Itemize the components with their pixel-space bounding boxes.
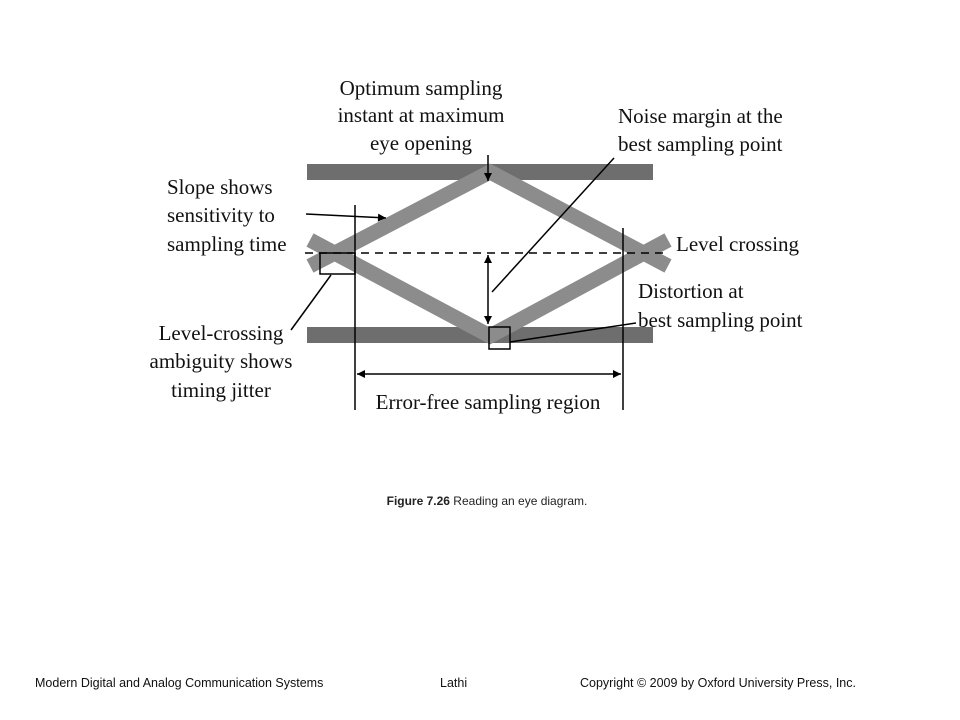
slope-label-line-1: Slope shows — [167, 175, 273, 199]
eye-upper-trace — [306, 163, 672, 273]
slope-arrow — [305, 213, 387, 222]
error-free-region-label: Error-free sampling region — [376, 390, 601, 414]
jitter-leader-line — [290, 274, 332, 331]
jitter-label-line-2: ambiguity shows — [150, 349, 293, 373]
slope-label-line-2: sensitivity to — [167, 203, 275, 227]
eye-diagram: Optimum sampling instant at maximum eye … — [150, 76, 803, 414]
noise-margin-leader-line — [491, 157, 615, 293]
optimum-sampling-label-line-1: Optimum sampling — [340, 76, 503, 100]
figure-number: Figure 7.26 — [386, 494, 450, 508]
noise-margin-label-line-2: best sampling point — [618, 132, 783, 156]
slope-label-line-3: sampling time — [167, 232, 287, 256]
eye-lower-trace — [306, 233, 672, 345]
jitter-label-line-1: Level-crossing — [159, 321, 284, 345]
distortion-box — [488, 326, 511, 350]
jitter-label-line-3: timing jitter — [171, 378, 271, 402]
distortion-label-line-2: best sampling point — [638, 308, 803, 332]
figure-caption: Figure 7.26 Reading an eye diagram. — [14, 494, 960, 508]
footer-author: Lathi — [440, 676, 468, 690]
level-crossing-jitter-box — [319, 252, 356, 275]
distortion-label-line-1: Distortion at — [638, 279, 744, 303]
optimum-sampling-label-line-3: eye opening — [370, 131, 473, 155]
distortion-leader-line — [509, 322, 637, 343]
noise-margin-label-line-1: Noise margin at the — [618, 104, 783, 128]
optimum-sampling-label-line-2: instant at maximum — [338, 103, 505, 127]
footer-copyright: Copyright © 2009 by Oxford University Pr… — [580, 676, 856, 690]
figure-caption-text: Reading an eye diagram. — [449, 494, 588, 508]
level-crossing-label: Level crossing — [676, 232, 800, 256]
footer-book-title: Modern Digital and Analog Communication … — [35, 676, 324, 690]
